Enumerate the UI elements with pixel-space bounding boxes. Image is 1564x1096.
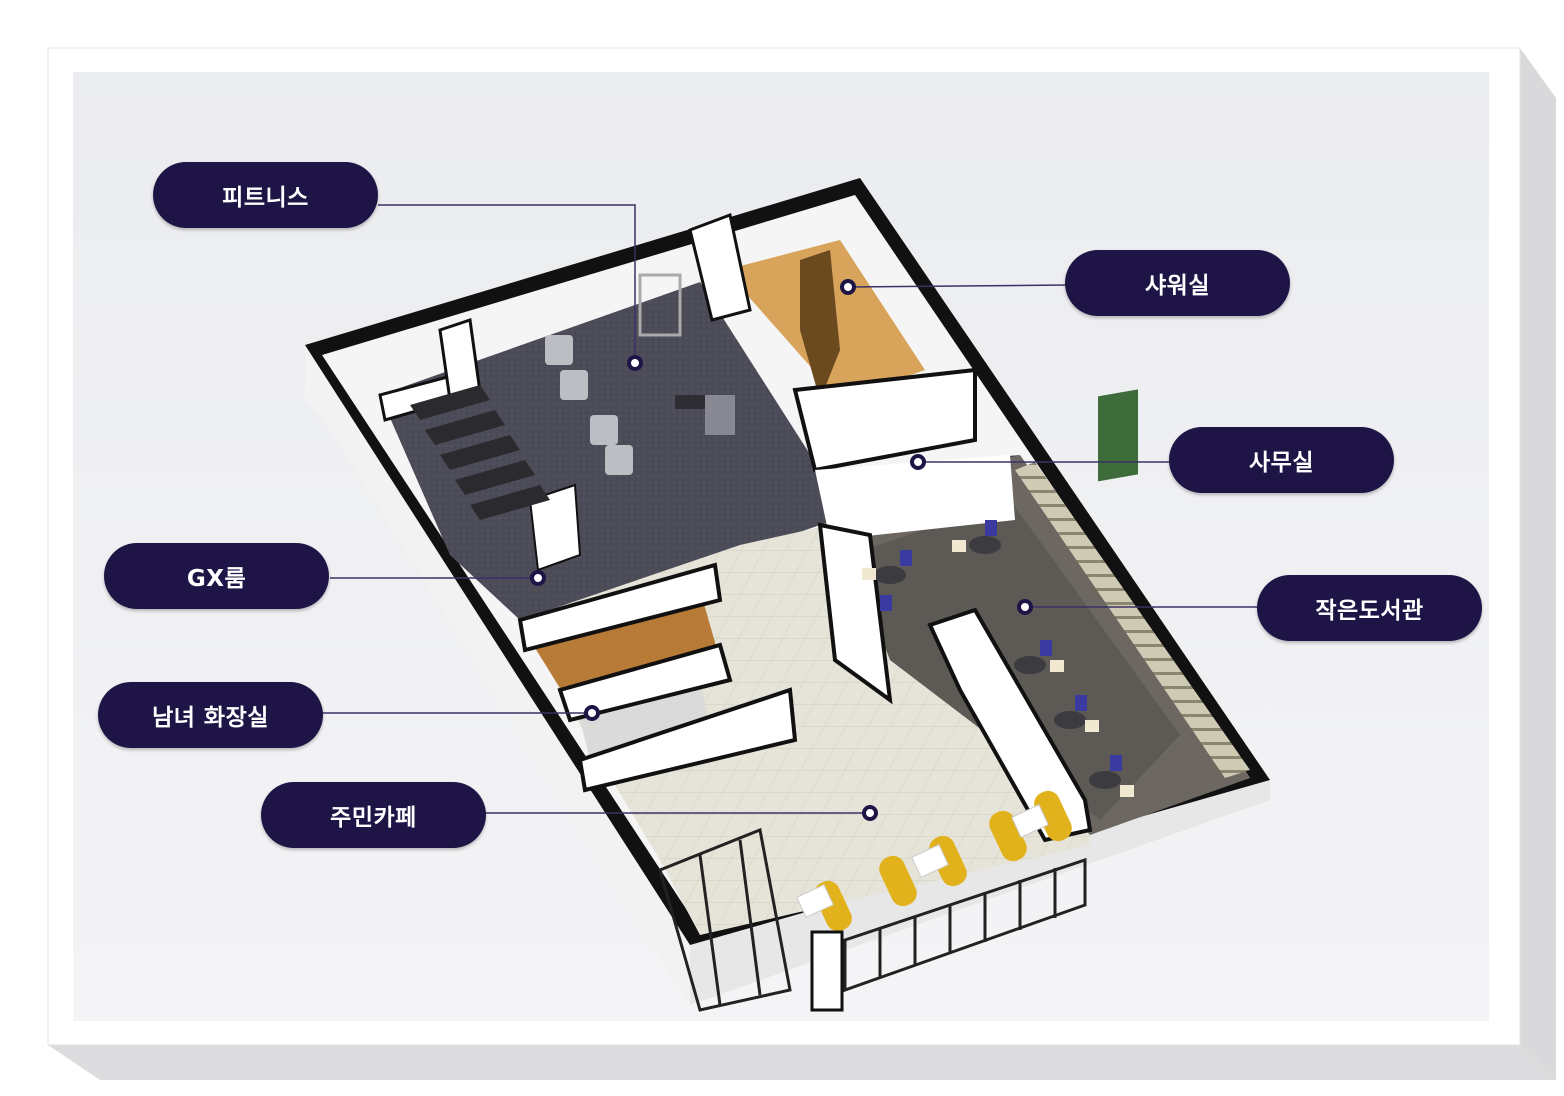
callout-cafe: 주민카페 — [261, 782, 486, 848]
marker-office — [910, 454, 926, 470]
callout-office: 사무실 — [1169, 427, 1394, 493]
exercise-bikes — [545, 335, 633, 475]
library-tables — [874, 536, 1121, 789]
marker-fitness — [627, 355, 643, 371]
marker-gx — [530, 570, 546, 586]
marker-toilet — [584, 705, 600, 721]
glass-front — [658, 827, 1087, 1012]
callout-fitness: 피트니스 — [153, 162, 378, 228]
marker-shower — [840, 279, 856, 295]
callout-toilet: 남녀 화장실 — [98, 682, 323, 748]
marker-library — [1017, 599, 1033, 615]
markers — [530, 279, 1033, 821]
leader-lines — [322, 204, 1260, 814]
marker-cafe — [862, 805, 878, 821]
treadmills — [410, 385, 550, 520]
callout-shower: 샤워실 — [1065, 250, 1290, 316]
callout-gx: GX룸 — [104, 543, 329, 609]
library-chairs — [880, 520, 1122, 771]
bookshelf — [1015, 462, 1250, 778]
floorplan — [305, 178, 1270, 1012]
callout-library: 작은도서관 — [1257, 575, 1482, 641]
